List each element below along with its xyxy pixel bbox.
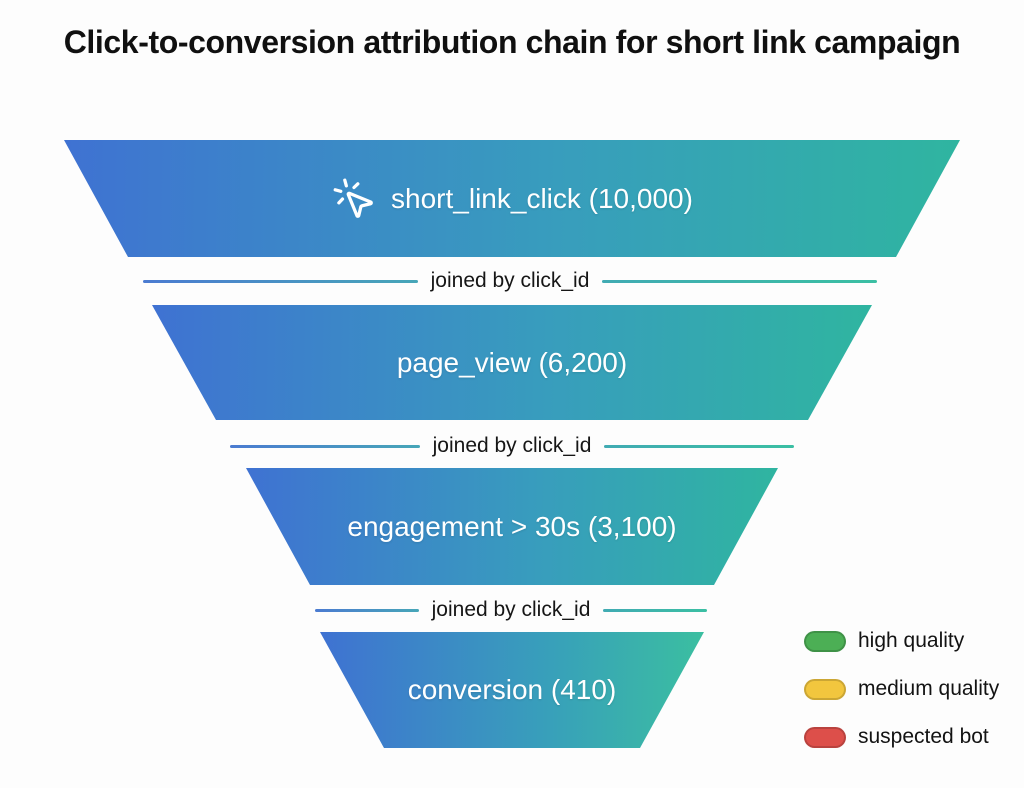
legend-item-medium-quality: medium quality [804, 677, 999, 701]
funnel-stage-page-view: page_view (6,200) [152, 305, 872, 420]
legend-label: medium quality [858, 677, 1000, 700]
legend-swatch-medium-quality [804, 678, 846, 700]
funnel-stage-short-link-click: short_link_click (10,000) [64, 140, 960, 257]
legend: high quality medium quality suspected bo… [804, 629, 999, 749]
funnel-stage-engagement: engagement > 30s (3,100) [246, 468, 778, 585]
divider-line-left [315, 608, 419, 612]
legend-swatch-high-quality [804, 630, 846, 652]
join-label: joined by click_id [431, 598, 591, 621]
page-title: Click-to-conversion attribution chain fo… [63, 24, 961, 60]
stage-label: page_view (6,200) [396, 346, 628, 378]
join-divider: joined by click_id [315, 597, 708, 623]
divider-line-right [603, 608, 708, 612]
legend-label: suspected bot [858, 725, 989, 748]
legend-label: high quality [858, 629, 965, 652]
stage-label: engagement > 30s (3,100) [347, 510, 677, 542]
legend-item-suspected-bot: suspected bot [804, 725, 999, 749]
divider-line-right [604, 444, 795, 448]
join-divider: joined by click_id [143, 268, 878, 294]
legend-item-high-quality: high quality [804, 629, 999, 653]
stage-label: short_link_click (10,000) [391, 182, 693, 214]
funnel-stage-conversion: conversion (410) [320, 632, 704, 748]
divider-line-left [143, 279, 418, 283]
divider-line-left [230, 444, 420, 448]
legend-swatch-suspected-bot [804, 726, 846, 748]
divider-line-right [602, 279, 878, 283]
join-divider: joined by click_id [230, 433, 795, 459]
join-label: joined by click_id [432, 434, 592, 457]
stage-label: conversion (410) [407, 674, 617, 705]
join-label: joined by click_id [430, 269, 590, 292]
mouse-pointer-click-icon [331, 176, 377, 222]
